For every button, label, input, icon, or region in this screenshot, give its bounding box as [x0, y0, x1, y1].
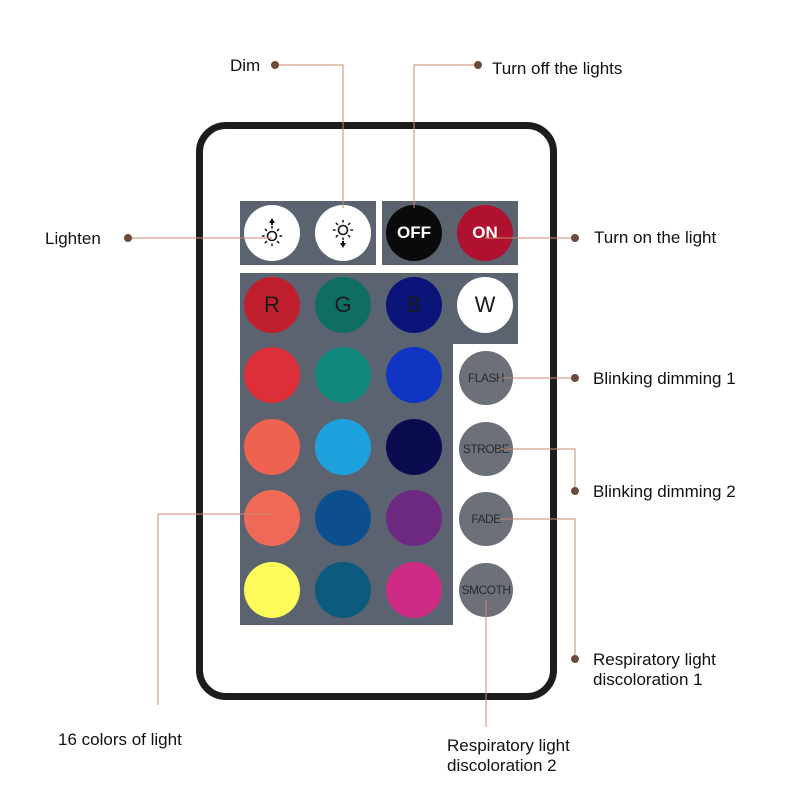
color-button[interactable] — [386, 347, 442, 403]
red-button[interactable]: R — [244, 277, 300, 333]
color-button[interactable] — [386, 490, 442, 546]
callout-blinking-1: Blinking dimming 1 — [593, 369, 736, 388]
callout-dot — [124, 234, 132, 242]
color-button[interactable] — [386, 562, 442, 618]
color-button[interactable] — [244, 490, 300, 546]
off-button[interactable]: OFF — [386, 205, 442, 261]
fade-button[interactable]: FADE — [459, 492, 513, 546]
strobe-button[interactable]: STROBE — [459, 422, 513, 476]
on-label: ON — [472, 223, 498, 242]
red-label: R — [264, 292, 280, 317]
blue-button[interactable]: B — [386, 277, 442, 333]
color-button[interactable] — [244, 419, 300, 475]
callout-dim: Dim — [230, 56, 261, 75]
color-button[interactable] — [315, 419, 371, 475]
callout-respiratory-2: Respiratory light discoloration 2 — [447, 736, 570, 775]
blue-label: B — [406, 292, 422, 317]
color-button[interactable] — [315, 347, 371, 403]
flash-label: FLASH — [467, 371, 505, 385]
dim-button[interactable] — [315, 205, 371, 261]
callout-turn-on: Turn on the light — [594, 228, 717, 247]
off-label: OFF — [397, 223, 431, 242]
strobe-label: STROBE — [462, 442, 510, 456]
flash-button[interactable]: FLASH — [459, 351, 513, 405]
on-button[interactable]: ON — [457, 205, 513, 261]
callout-dot — [571, 487, 579, 495]
callout-respiratory-1: Respiratory light discoloration 1 — [593, 650, 716, 689]
smooth-button[interactable]: SMCOTH — [459, 563, 513, 617]
color-button[interactable] — [244, 562, 300, 618]
callout-dot — [571, 234, 579, 242]
callout-dot — [474, 61, 482, 69]
callout-dot — [571, 374, 579, 382]
fade-label: FADE — [471, 512, 501, 526]
callout-colors: 16 colors of light — [58, 730, 182, 749]
callout-turn-off: Turn off the lights — [492, 59, 623, 78]
smooth-label: SMCOTH — [461, 583, 512, 597]
color-button[interactable] — [244, 347, 300, 403]
callout-dot — [271, 61, 279, 69]
callout-blinking-2: Blinking dimming 2 — [593, 482, 736, 501]
sun-down-icon — [332, 219, 354, 248]
color-button[interactable] — [315, 562, 371, 618]
green-label: G — [334, 292, 352, 317]
brighten-button[interactable] — [244, 205, 300, 261]
callout-dot — [571, 655, 579, 663]
white-label: W — [474, 292, 496, 317]
sun-up-icon — [261, 218, 283, 247]
white-button[interactable]: W — [457, 277, 513, 333]
color-button[interactable] — [386, 419, 442, 475]
color-button[interactable] — [315, 490, 371, 546]
green-button[interactable]: G — [315, 277, 371, 333]
callout-lighten: Lighten — [45, 229, 101, 248]
